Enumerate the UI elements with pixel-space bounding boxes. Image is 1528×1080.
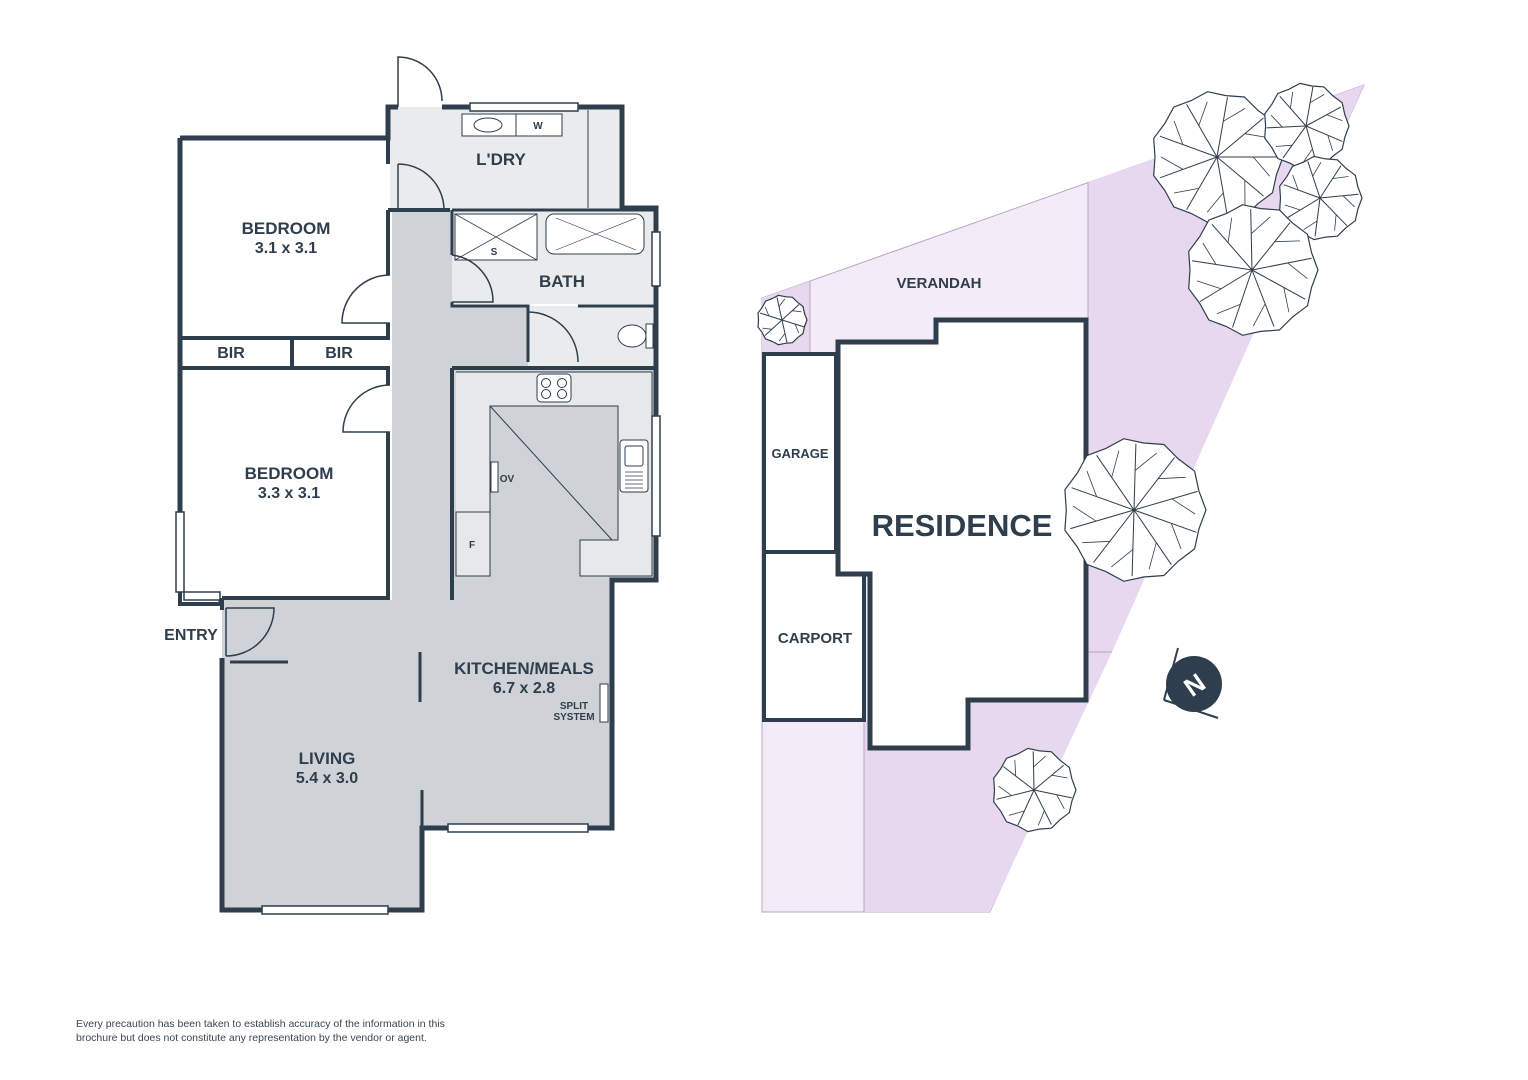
tree-icon	[1279, 155, 1363, 241]
bedroom1-label: BEDROOM	[242, 219, 331, 238]
bir2-label: BIR	[325, 345, 353, 362]
north-icon	[1166, 656, 1222, 712]
washer-label: W	[533, 121, 543, 132]
split-system-label-2: SYSTEM	[553, 712, 594, 723]
residence-outline	[835, 317, 1089, 751]
fridge-label: F	[469, 540, 475, 551]
entry-floor	[222, 600, 422, 660]
kitchen-sink	[619, 439, 649, 493]
tree-icon	[757, 294, 808, 346]
tree-icon	[1064, 438, 1207, 582]
trees	[757, 82, 1363, 833]
bedroom2-size: 3.3 x 3.1	[258, 485, 320, 502]
disclaimer-line-1: Every precaution has been taken to estab…	[76, 1018, 445, 1030]
cooktop	[536, 373, 572, 403]
garage-label: GARAGE	[771, 446, 828, 461]
bedroom2-label: BEDROOM	[245, 464, 334, 483]
floor-plan: L'DRY W BEDROOM 3.1 x 3.1 S BATH BIR BIR…	[164, 56, 661, 915]
laundry-label: L'DRY	[476, 150, 526, 169]
kitchen-size: 6.7 x 2.8	[493, 680, 555, 697]
tree-icon	[1188, 204, 1319, 336]
kitchen-label: KITCHEN/MEALS	[454, 659, 594, 678]
fridge-space	[455, 511, 491, 577]
laundry-bench	[461, 113, 563, 137]
tree-icon	[993, 747, 1077, 833]
living-floor	[222, 600, 452, 910]
doors	[184, 56, 579, 657]
split-system-unit	[599, 683, 609, 723]
split-system-label-1: SPLIT	[560, 701, 588, 712]
windows	[175, 102, 661, 915]
site-plan: RESIDENCE VERANDAH GARAGE CARPORT N	[757, 82, 1365, 913]
disclaimer-line-2: brochure but does not constitute any rep…	[76, 1032, 427, 1044]
walls	[177, 104, 659, 913]
verandah-label: VERANDAH	[896, 275, 981, 292]
toilet	[617, 324, 647, 348]
disclaimer: Every precaution has been taken to estab…	[76, 1017, 506, 1045]
oven	[490, 461, 499, 493]
bir1-label: BIR	[217, 345, 245, 362]
shower-label: S	[491, 247, 498, 258]
front-yard	[864, 652, 1112, 912]
entry-label: ENTRY	[164, 627, 218, 644]
carport-label: CARPORT	[778, 630, 852, 647]
carport-box	[762, 550, 866, 722]
residence-label: RESIDENCE	[872, 508, 1053, 543]
north-arrow: N	[1163, 647, 1222, 719]
bath-label: BATH	[539, 272, 585, 291]
bedroom1-size: 3.1 x 3.1	[255, 240, 317, 257]
laundry-tub	[473, 117, 503, 133]
oven-label: OV	[500, 474, 515, 485]
living-size: 5.4 x 3.0	[296, 770, 358, 787]
living-label: LIVING	[299, 749, 356, 768]
